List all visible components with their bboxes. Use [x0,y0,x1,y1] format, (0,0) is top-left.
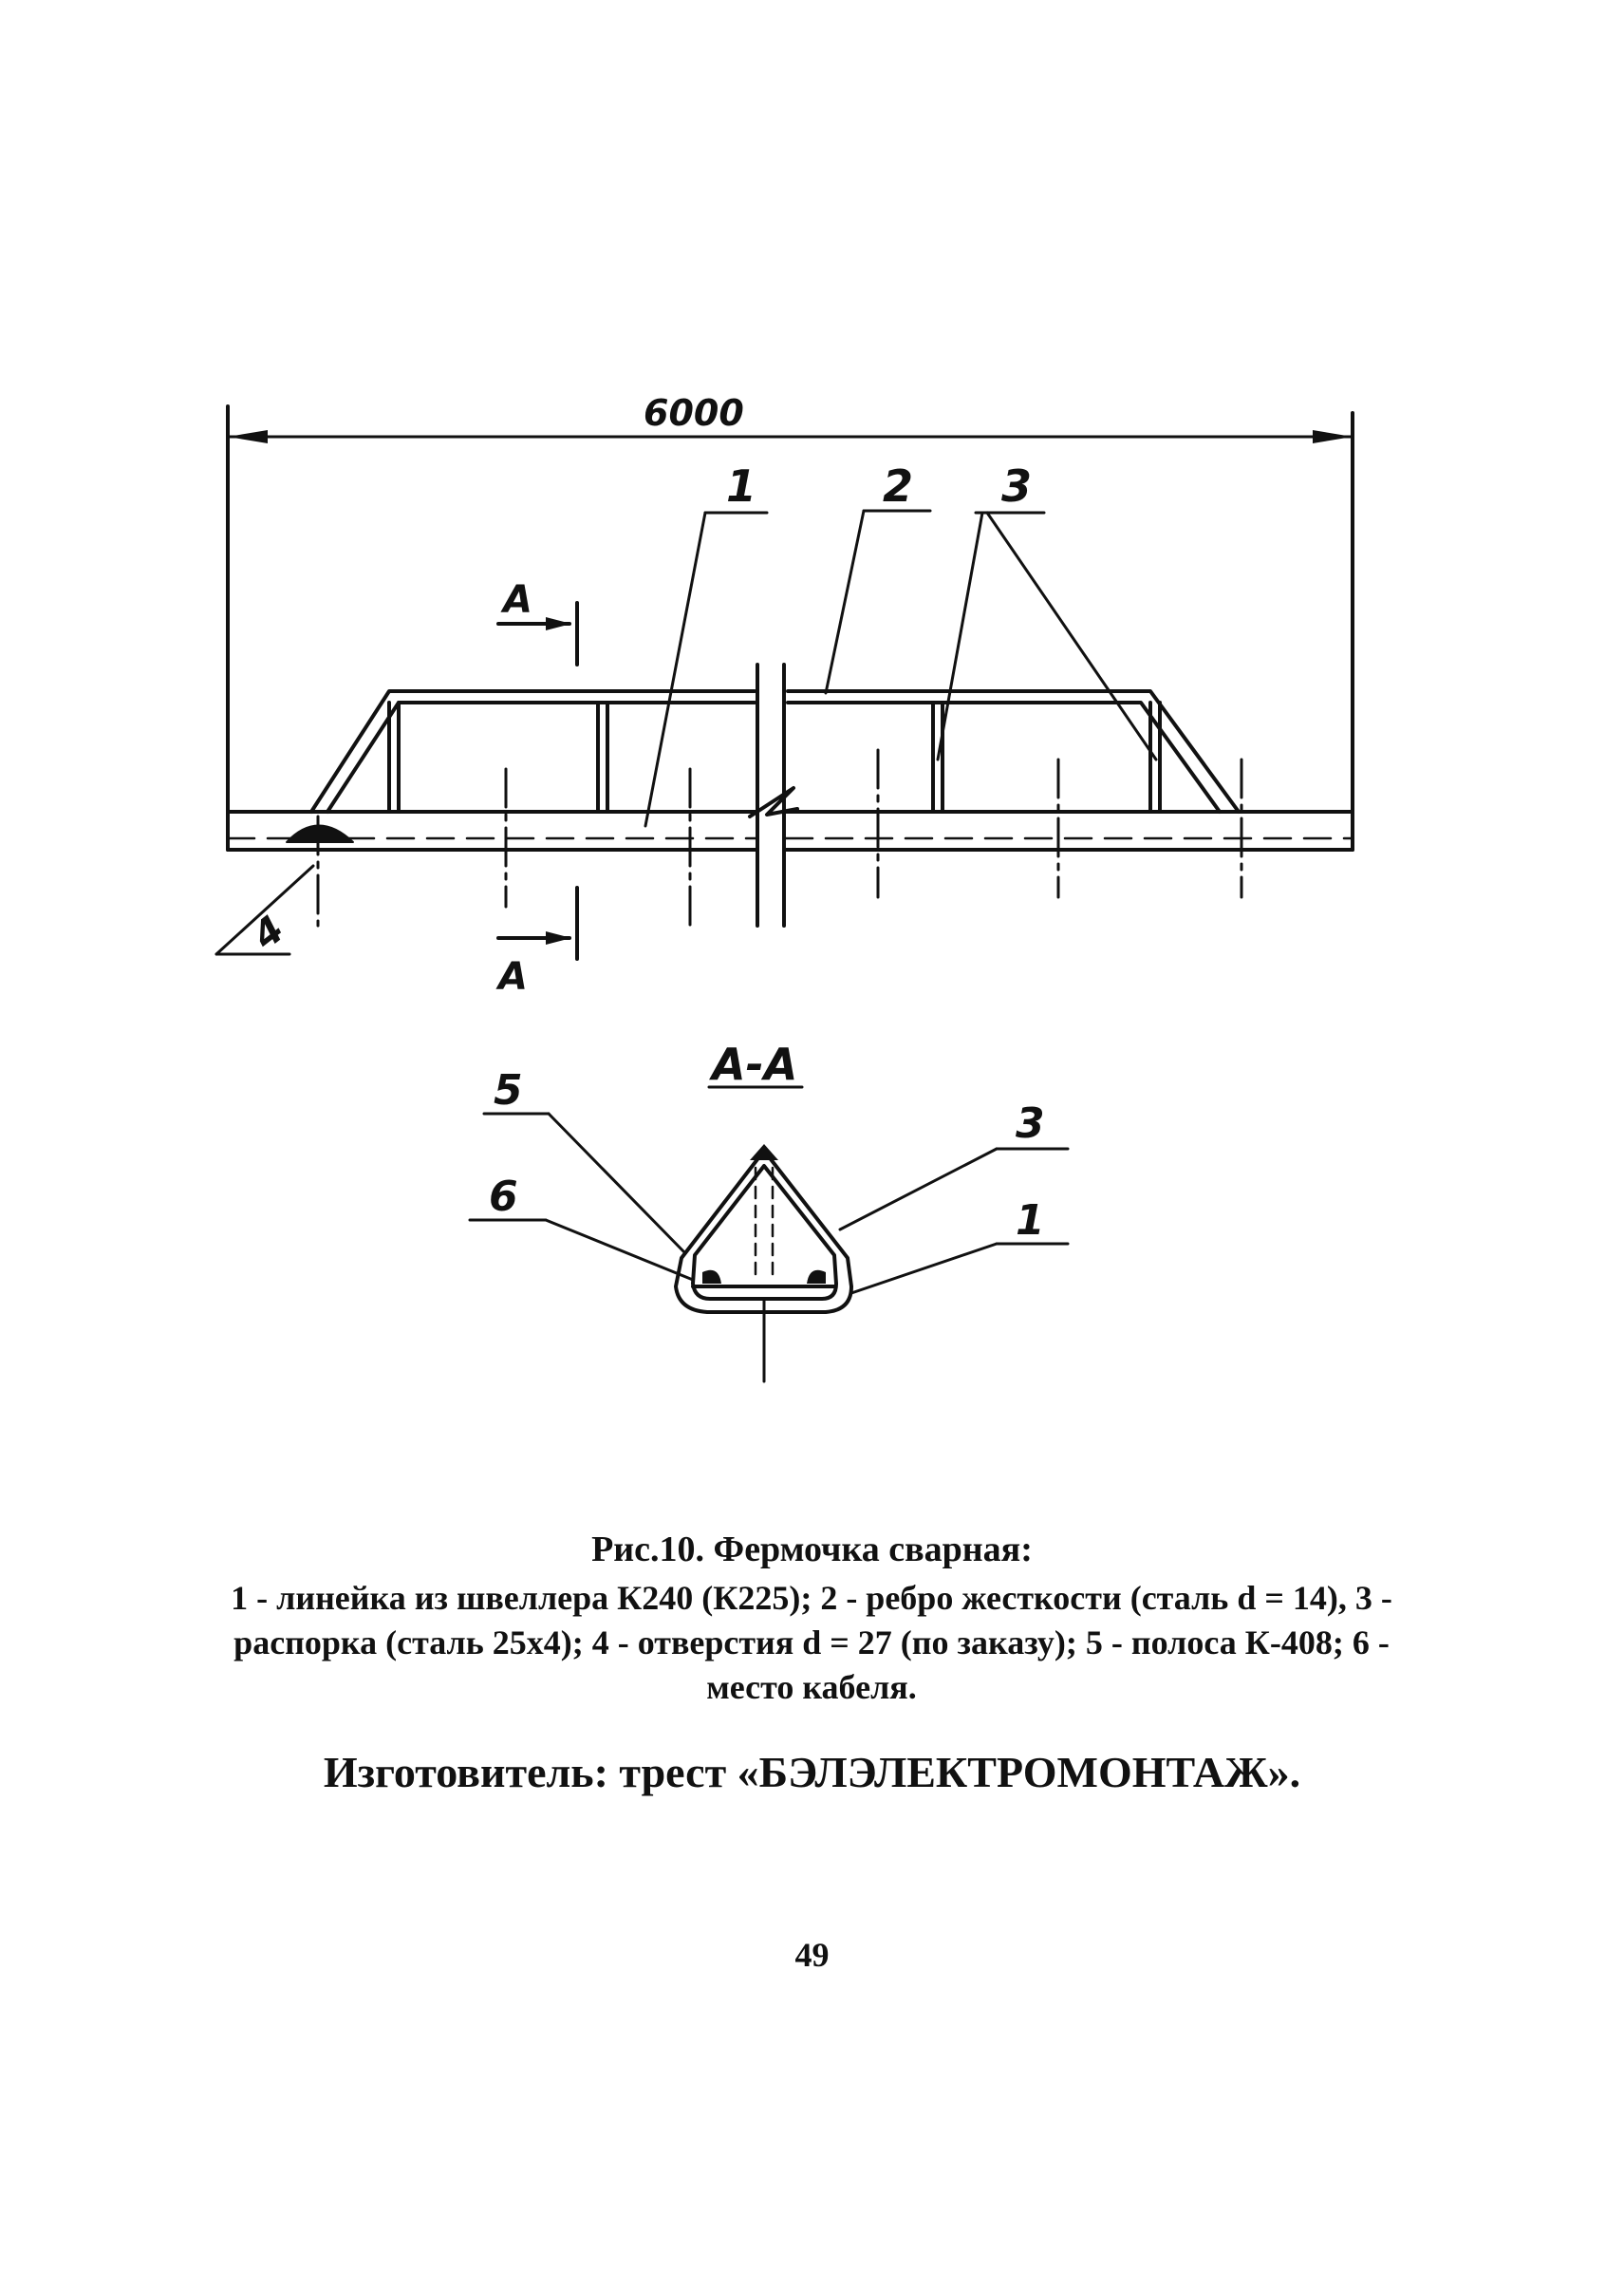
section-mark-top: А [500,578,532,622]
callout-4: 4 [244,908,292,959]
dimension-label: 6000 [644,392,744,434]
callout-3-section: 3 [1016,1099,1045,1148]
callout-2: 2 [883,460,913,512]
dimension-6000 [226,404,1354,852]
spacers [387,701,1162,814]
callout-3: 3 [1001,460,1032,512]
callout-1: 1 [726,460,756,512]
leaders-main [215,509,1158,956]
hole-centerlines [316,748,1243,928]
cable-spot [286,824,354,843]
figure-legend: 1 - линейка из швеллера К240 (К225); 2 -… [231,1579,1392,1706]
callout-1-section: 1 [1016,1196,1045,1245]
section-cut-marks [496,601,579,961]
callout-5: 5 [494,1066,523,1115]
figure-title: Рис.10. Фермочка сварная: [591,1530,1033,1569]
callout-6: 6 [489,1173,518,1221]
page-number: 49 [794,1936,830,1974]
technical-drawing: 6000 1 2 3 4 А А А-А 5 6 3 1 [215,392,1354,1383]
section-title: А-А [709,1039,797,1090]
break-line [748,663,799,928]
channel-rail [226,810,1354,852]
manufacturer-line: Изготовитель: трест «БЭЛЭЛЕКТРОМОНТАЖ». [323,1748,1301,1796]
section-a-a-view [468,1085,1070,1383]
section-mark-bottom: А [495,955,528,999]
